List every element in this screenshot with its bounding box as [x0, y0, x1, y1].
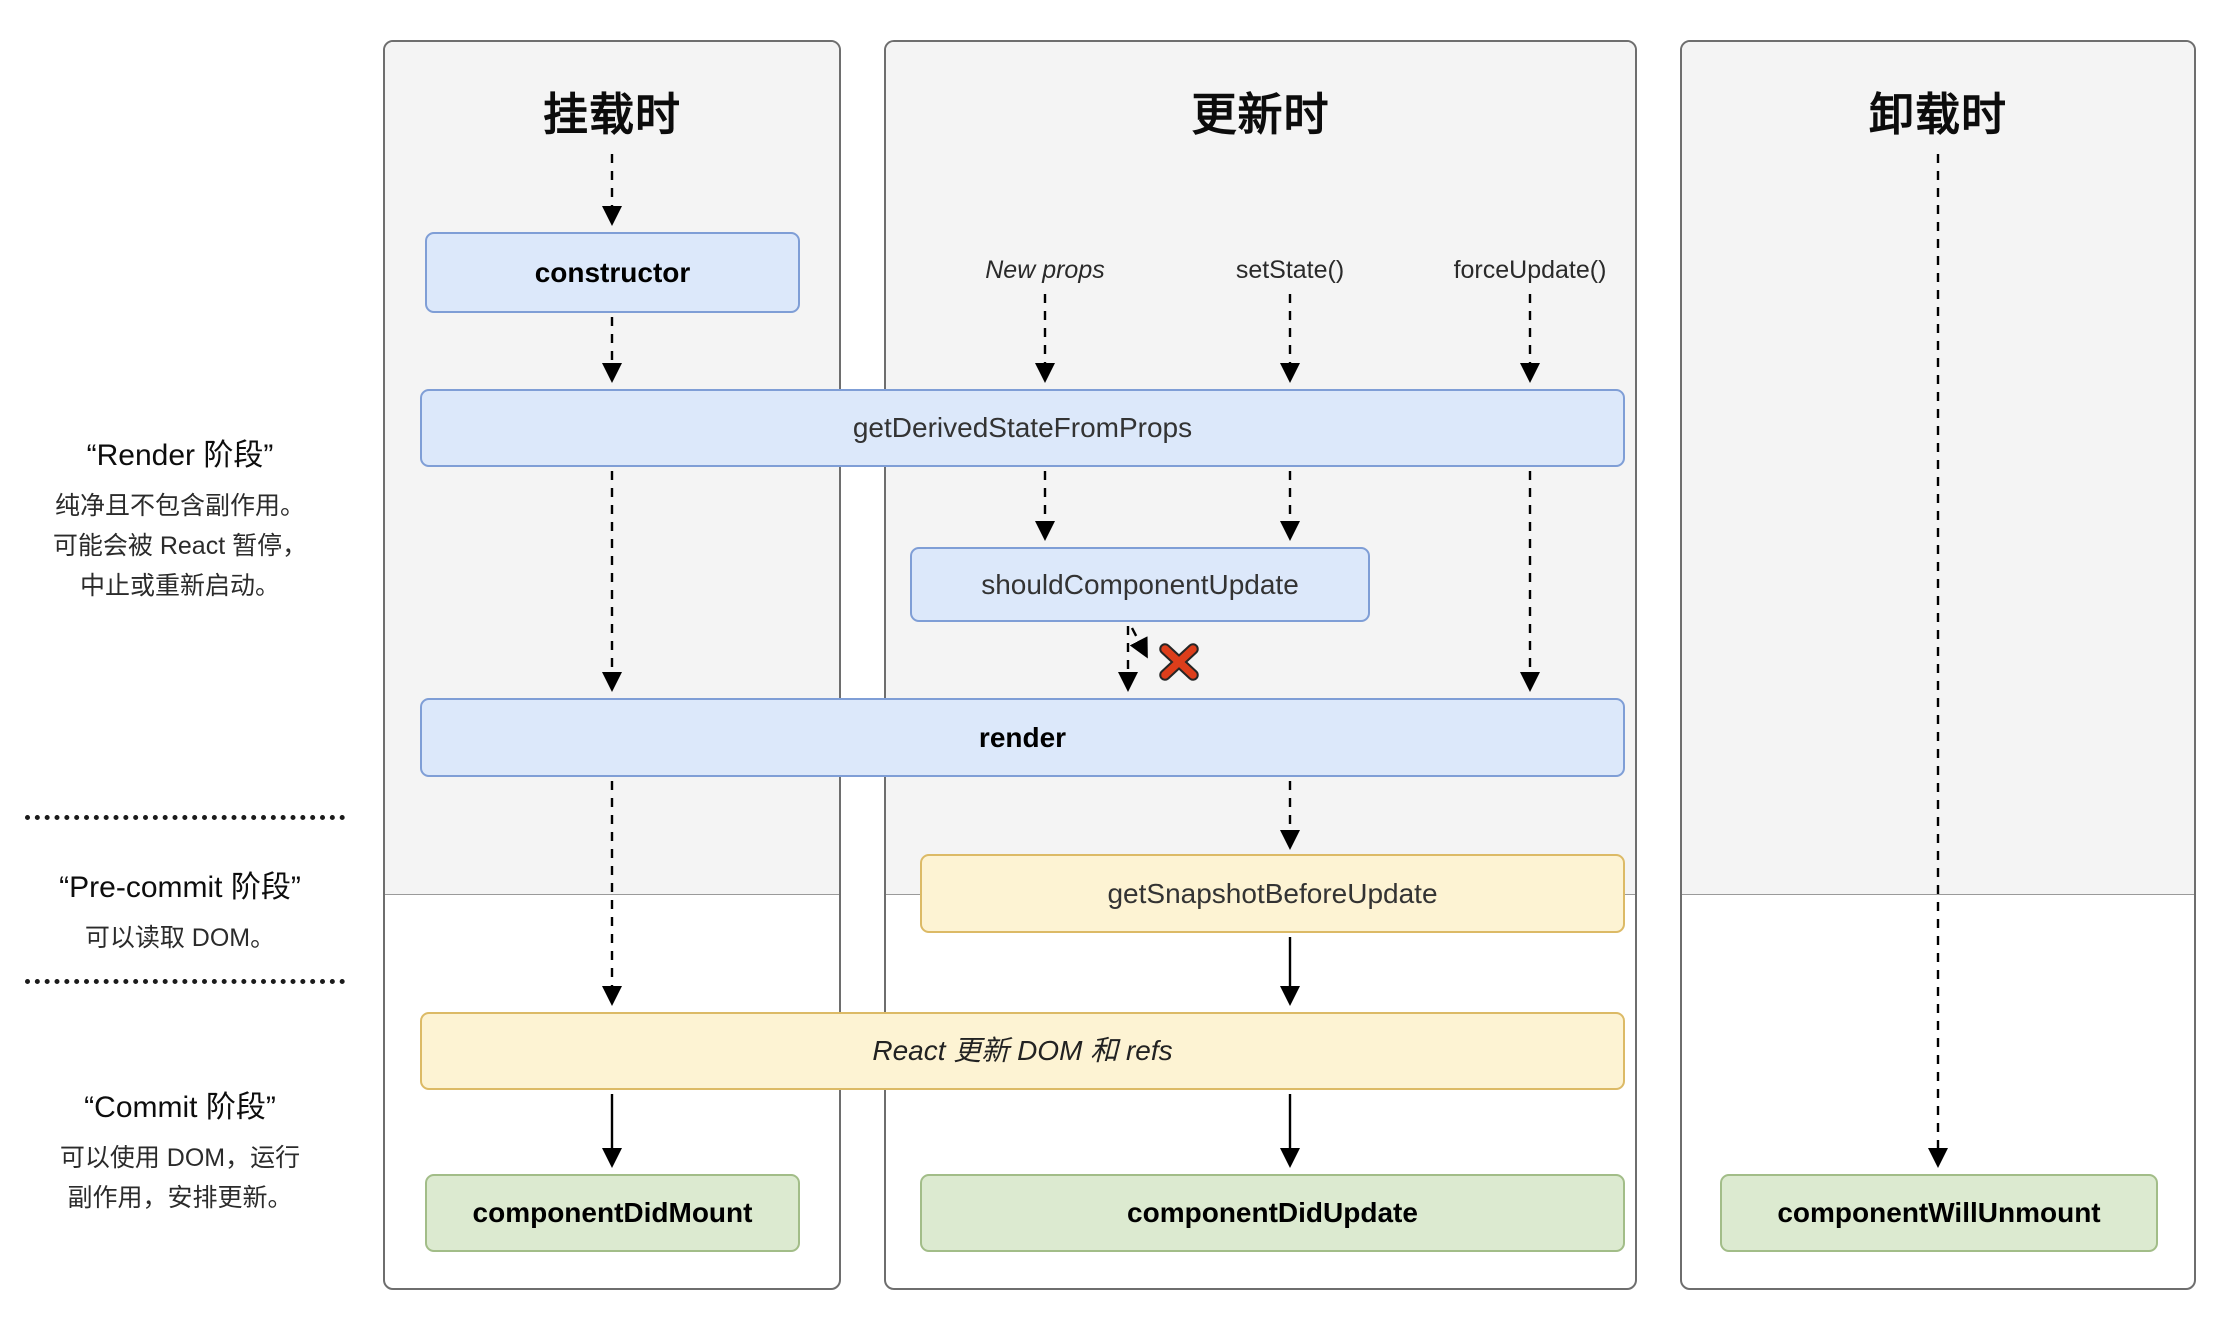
pre-commit-phase-note: “Pre-commit 阶段” 可以读取 DOM。	[15, 862, 345, 958]
column-title-updating: 更新时	[1191, 89, 1330, 140]
box-getsnapshotbeforeupdate: getSnapshotBeforeUpdate	[920, 854, 1625, 933]
box-componentdidmount: componentDidMount	[425, 1174, 800, 1252]
column-title-mounting: 挂载时	[542, 89, 681, 140]
render-phase-title: “Render 阶段”	[86, 439, 274, 472]
render-phase-note: “Render 阶段” 纯净且不包含副作用。 可能会被 React 暂停， 中止…	[15, 430, 345, 606]
panel-unmounting	[1680, 40, 2196, 1290]
trigger-force-update: forceUpdate()	[1453, 256, 1607, 284]
commit-phase-note: “Commit 阶段” 可以使用 DOM，运行 副作用，安排更新。	[15, 1082, 345, 1218]
render-phase-background	[1682, 42, 2194, 895]
pre-commit-phase-title: “Pre-commit 阶段”	[59, 871, 301, 904]
box-react-updates-dom-refs: React 更新 DOM 和 refs	[420, 1012, 1625, 1090]
phase-divider-top	[25, 815, 345, 820]
commit-phase-line: 副作用，安排更新。	[67, 1184, 293, 1212]
trigger-set-state: setState()	[1235, 256, 1345, 284]
box-shouldcomponentupdate: shouldComponentUpdate	[910, 547, 1370, 622]
box-componentwillunmount: componentWillUnmount	[1720, 1174, 2158, 1252]
commit-phase-title: “Commit 阶段”	[84, 1091, 276, 1124]
box-componentdidupdate: componentDidUpdate	[920, 1174, 1625, 1252]
pre-commit-phase-line: 可以读取 DOM。	[84, 924, 276, 952]
render-phase-line: 纯净且不包含副作用。	[54, 492, 305, 520]
phase-divider-bottom	[25, 979, 345, 984]
column-title-unmounting: 卸载时	[1868, 89, 2007, 140]
render-phase-line: 可能会被 React 暂停，	[52, 532, 308, 560]
commit-phase-line: 可以使用 DOM，运行	[59, 1144, 301, 1172]
box-getderivedstatefromprops: getDerivedStateFromProps	[420, 389, 1625, 467]
panel-mounting	[383, 40, 841, 1290]
trigger-new-props: New props	[985, 256, 1105, 284]
box-render: render	[420, 698, 1625, 777]
panel-updating	[884, 40, 1637, 1290]
render-phase-line: 中止或重新启动。	[79, 572, 280, 600]
box-constructor: constructor	[425, 232, 800, 313]
